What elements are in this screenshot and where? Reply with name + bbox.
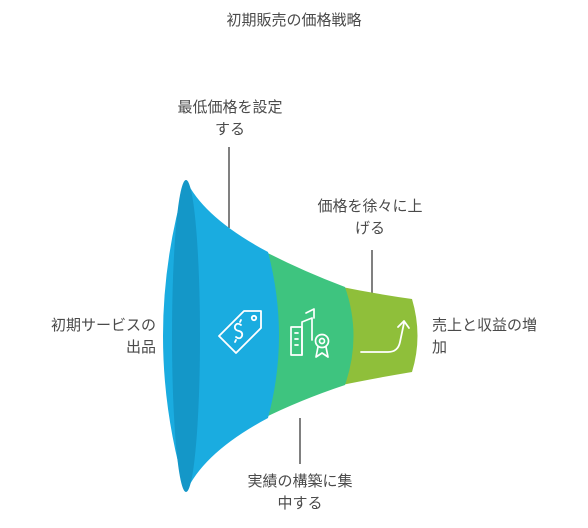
label-set-minimum-price: 最低価格を設定 する bbox=[177, 98, 283, 138]
diagram-title: 初期販売の価格戦略 bbox=[226, 11, 362, 29]
label-initial-service-listing: 初期サービスの 出品 bbox=[50, 316, 156, 356]
label-sales-revenue-growth: 売上と収益の増 加 bbox=[432, 316, 538, 356]
funnel-stage-3 bbox=[337, 286, 418, 386]
funnel-stage-2 bbox=[262, 250, 354, 419]
funnel-rim bbox=[172, 180, 200, 492]
label-raise-price-gradually: 価格を徐々に上 げる bbox=[317, 197, 423, 237]
label-focus-on-track-record: 実績の構築に集 中する bbox=[247, 472, 353, 512]
building-award-icon bbox=[290, 308, 330, 358]
trend-up-arrow-icon bbox=[360, 320, 410, 353]
price-tag-icon bbox=[218, 310, 262, 354]
